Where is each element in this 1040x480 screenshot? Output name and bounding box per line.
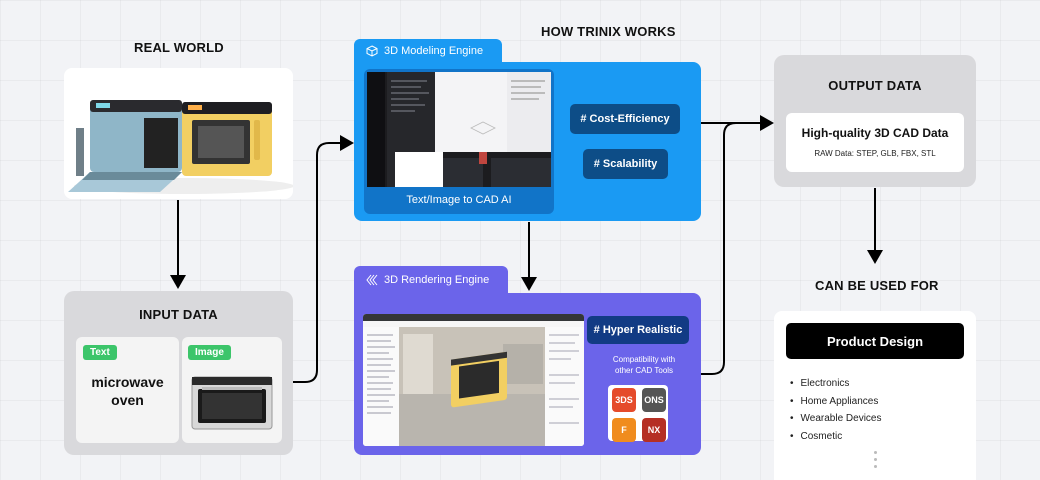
arrow-input-to-modeling: [293, 135, 354, 383]
how-works-heading: HOW TRINIX WORKS: [541, 24, 676, 39]
cube-icon: [366, 45, 378, 57]
image-tag: Image: [188, 345, 231, 360]
output-data-panel: OUTPUT DATA High-quality 3D CAD Data RAW…: [774, 55, 976, 187]
cost-efficiency-pill: # Cost-Efficiency: [570, 104, 680, 134]
output-main-text: High-quality 3D CAD Data: [801, 126, 949, 140]
compatibility-text: Compatibility with other CAD Tools: [594, 354, 694, 376]
nx-icon: NX: [642, 418, 666, 442]
modeling-screenshot: [367, 72, 551, 187]
onshape-icon: ONS: [642, 388, 666, 412]
text-input-line2: oven: [111, 392, 144, 408]
microwave-image: [191, 376, 273, 430]
uses-panel: Product Design Electronics Home Applianc…: [774, 311, 976, 480]
layers-icon: [366, 274, 378, 286]
product-design-button[interactable]: Product Design: [786, 323, 964, 359]
list-item: Home Appliances: [790, 393, 881, 411]
fusion-icon: F: [612, 418, 636, 442]
modeling-preview-frame: Text/Image to CAD AI: [364, 69, 554, 214]
hyper-realistic-pill: # Hyper Realistic: [587, 316, 689, 344]
cad-app-screenshot: [367, 72, 551, 187]
list-item: Wearable Devices: [790, 410, 882, 428]
scalability-pill: # Scalability: [583, 149, 668, 179]
more-dot: [874, 451, 877, 454]
ovens-illustration: [68, 100, 293, 194]
rendering-engine-tab[interactable]: 3D Rendering Engine: [354, 266, 508, 294]
modeling-engine-title: 3D Modeling Engine: [384, 45, 484, 57]
more-dot: [874, 458, 877, 461]
modeling-engine-tab[interactable]: 3D Modeling Engine: [354, 39, 502, 63]
rendering-screenshot: [363, 314, 584, 446]
list-item: Electronics: [790, 375, 881, 393]
output-formats-text: RAW Data: STEP, GLB, FBX, STL: [814, 149, 936, 158]
text-input-card: Text microwave oven: [76, 337, 179, 443]
uses-list: Electronics Home Appliances Wearable Dev…: [790, 375, 882, 446]
real-world-heading: REAL WORLD: [134, 40, 224, 55]
text-tag: Text: [83, 345, 117, 360]
text-input-line1: microwave: [91, 374, 164, 390]
output-data-heading: OUTPUT DATA: [828, 78, 922, 93]
input-data-panel: INPUT DATA Text microwave oven Image: [64, 291, 293, 455]
render-app-screenshot: [363, 314, 584, 446]
real-world-photo: [64, 68, 293, 199]
can-be-used-heading: CAN BE USED FOR: [815, 278, 939, 293]
solidworks-icon: 3DS: [612, 388, 636, 412]
rendering-engine-panel: # Hyper Realistic Compatibility with oth…: [354, 293, 701, 455]
more-dot: [874, 465, 877, 468]
output-card: High-quality 3D CAD Data RAW Data: STEP,…: [786, 113, 964, 172]
compat-line1: Compatibility with: [612, 355, 676, 364]
cad-tools-grid: 3DS ONS F NX: [608, 385, 668, 442]
text-input-value: microwave oven: [76, 373, 179, 409]
modeling-caption: Text/Image to CAD AI: [406, 194, 512, 206]
modeling-engine-panel: Text/Image to CAD AI # Cost-Efficiency #…: [354, 62, 701, 221]
list-item: Cosmetic: [790, 428, 881, 446]
input-data-heading: INPUT DATA: [139, 307, 218, 322]
image-input-card: Image: [182, 337, 282, 443]
rendering-engine-title: 3D Rendering Engine: [384, 274, 490, 286]
compat-line2: other CAD Tools: [614, 366, 674, 375]
arrow-rendering-to-output: [701, 122, 737, 375]
